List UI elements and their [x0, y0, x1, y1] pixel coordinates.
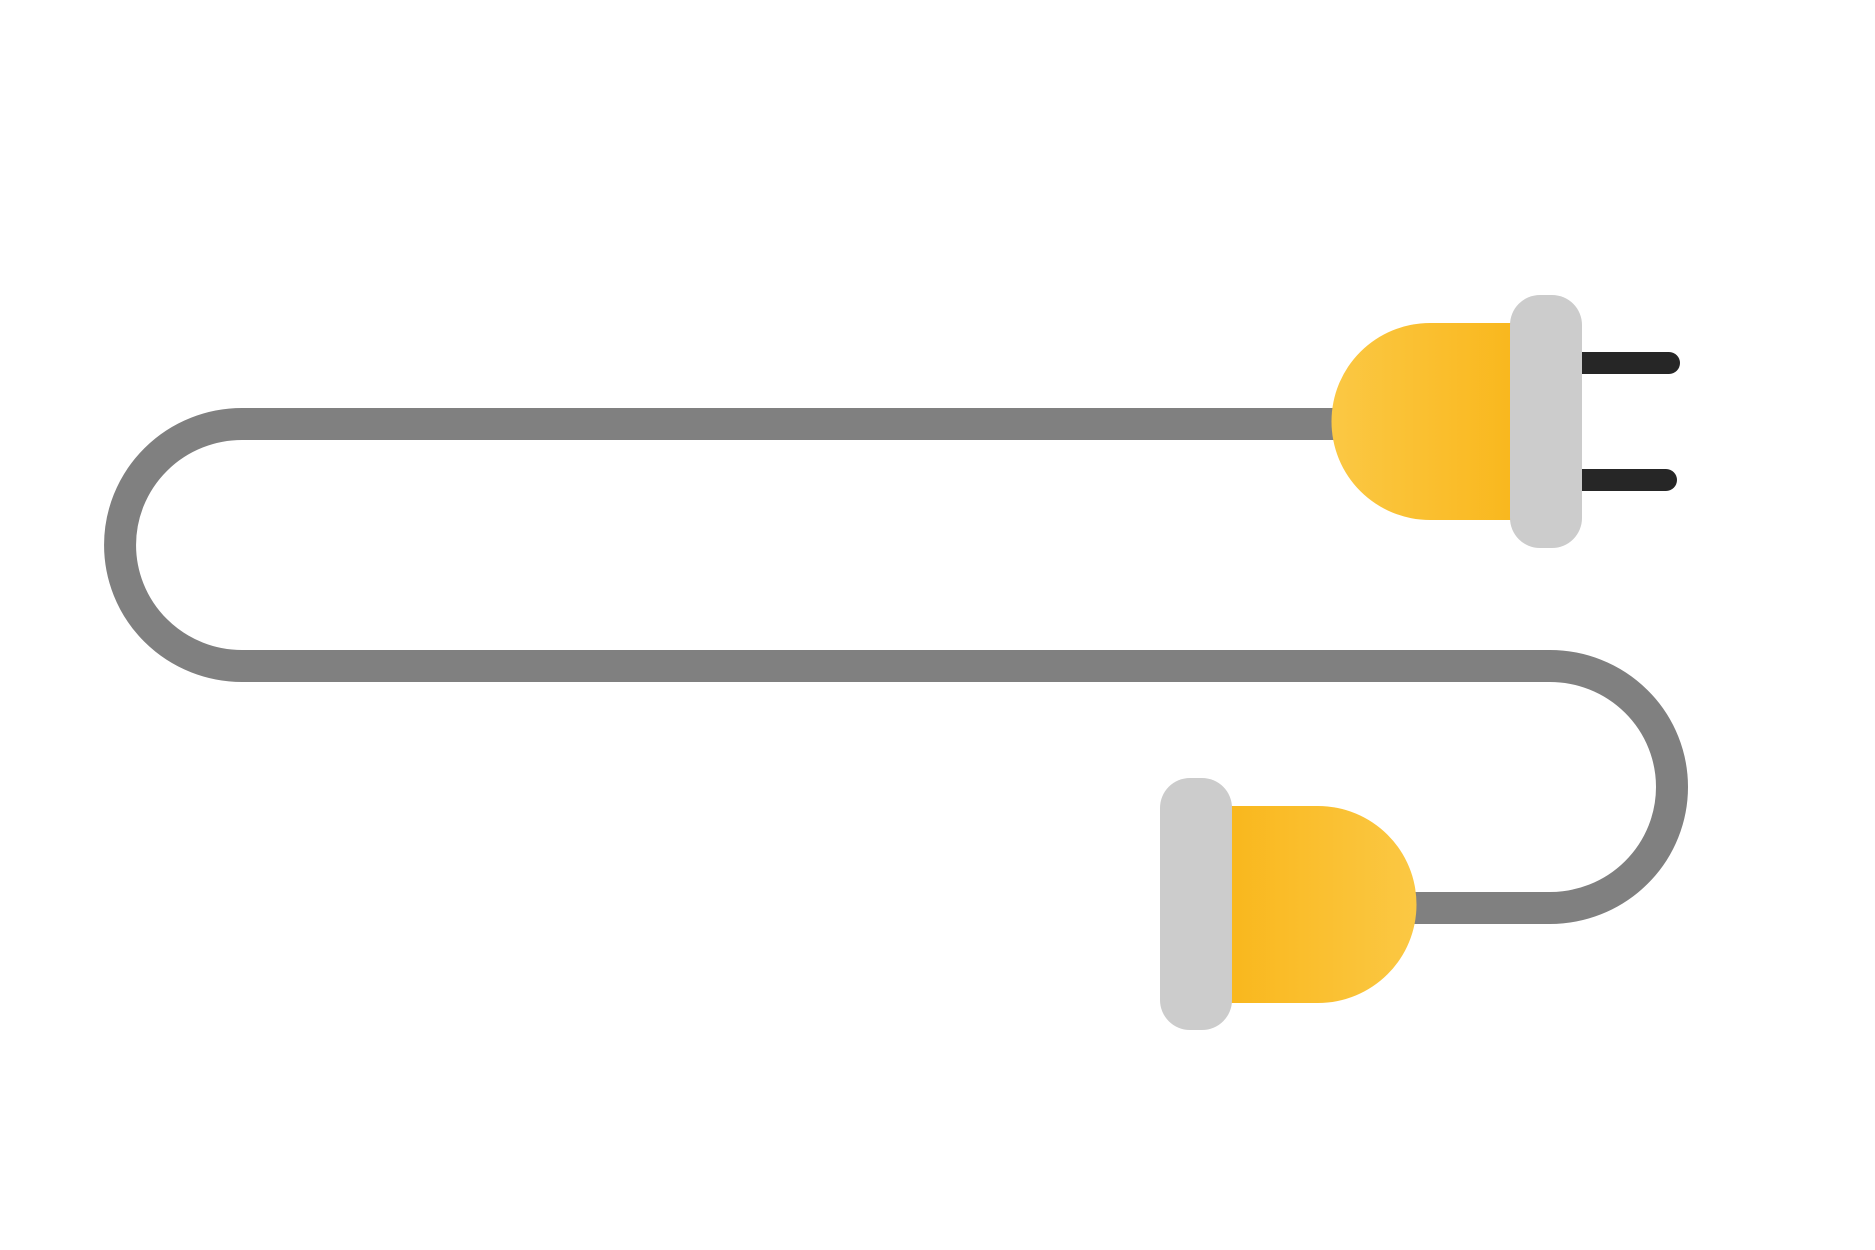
prong-top: [1570, 352, 1680, 374]
prong-bottom: [1570, 469, 1677, 491]
socket-icon: [1160, 778, 1417, 1030]
plug-body: [1331, 323, 1520, 520]
plug-icon: [1331, 295, 1680, 548]
cable-icon: [104, 408, 1688, 924]
plug-cap: [1510, 295, 1582, 548]
socket-cap: [1160, 778, 1232, 1030]
socket-body: [1225, 806, 1417, 1003]
